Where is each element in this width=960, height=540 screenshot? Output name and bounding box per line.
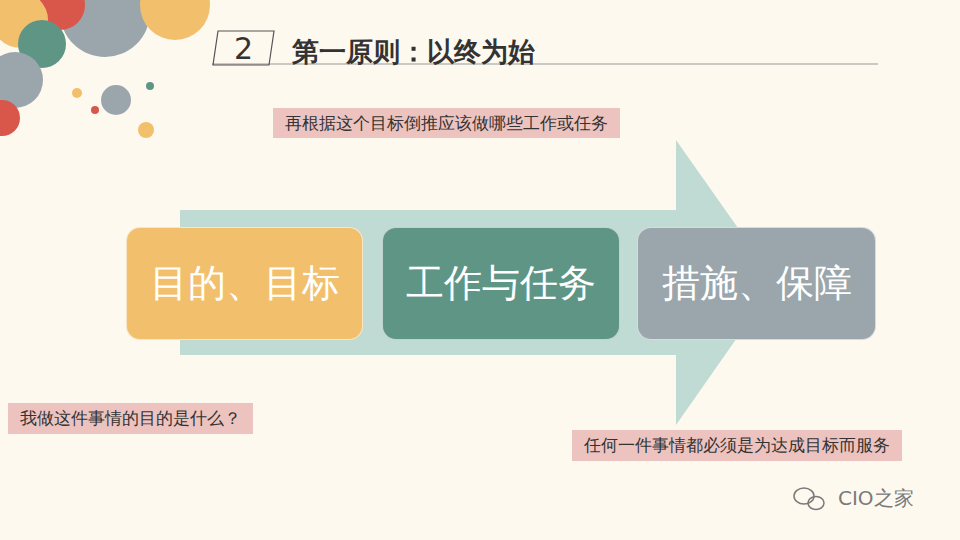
process-box: 措施、保障 [637, 227, 876, 340]
note-box: 我做这件事情的目的是什么？ [8, 403, 253, 434]
slide-title: 第一原则：以终为始 [292, 34, 535, 70]
wechat-icon [794, 488, 824, 510]
bubble-cluster [0, 0, 210, 138]
watermark: CIO之家 [838, 485, 914, 512]
note-box: 任何一件事情都必须是为达成目标而服务 [572, 430, 902, 461]
note-text: 任何一件事情都必须是为达成目标而服务 [584, 434, 890, 456]
section-number: 2 [234, 31, 253, 66]
box-label: 工作与任务 [406, 258, 596, 309]
note-text: 再根据这个目标倒推应该做哪些工作或任务 [285, 112, 608, 134]
section-number-box: 2 [212, 30, 275, 66]
note-text: 我做这件事情的目的是什么？ [20, 407, 241, 429]
box-label: 措施、保障 [662, 258, 852, 309]
note-box: 再根据这个目标倒推应该做哪些工作或任务 [273, 108, 620, 138]
box-label: 目的、目标 [150, 258, 340, 309]
process-box: 工作与任务 [382, 227, 620, 340]
process-box: 目的、目标 [126, 227, 363, 340]
